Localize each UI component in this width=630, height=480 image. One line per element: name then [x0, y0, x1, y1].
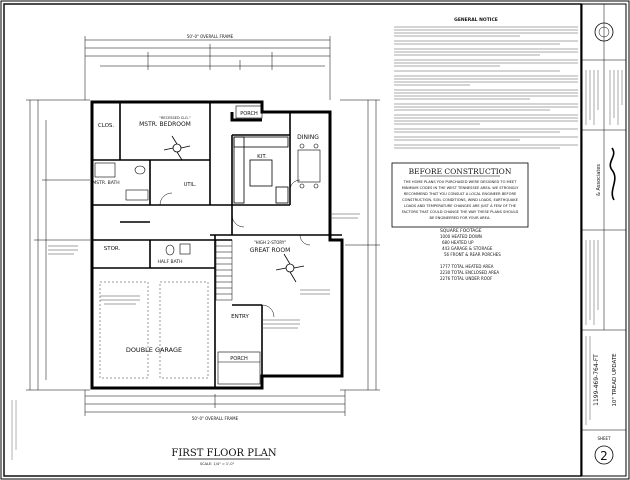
left-margin-marks — [11, 400, 17, 460]
overall-dim-bottom: 50'-0" OVERALL FRAME — [192, 416, 239, 421]
drawing-area-border — [3, 3, 582, 477]
before-construction-line: LOADS AND TEMPERATURE CHANGES ARE JUST A… — [404, 204, 517, 208]
general-notice-title: GENERAL NOTICE — [454, 17, 498, 23]
room-label-master-bedroom: MSTR. BEDROOM — [139, 121, 191, 128]
bottom-dimensions — [84, 390, 346, 416]
room-label-closet: CLOS. — [98, 123, 115, 129]
before-construction-line: RECOMMEND THAT YOU CONSULT A LOCAL ENGIN… — [404, 192, 517, 196]
room-label-master-bath: MSTR. BATH — [92, 180, 119, 186]
interior-walls — [92, 102, 342, 388]
before-construction-title: BEFORE CONSTRUCTION — [409, 167, 512, 176]
room-label-dining: DINING — [297, 134, 319, 141]
room-note-recessed-ceiling: "RECESSED CLG." — [159, 116, 191, 120]
general-notice: GENERAL NOTICE — [394, 17, 578, 149]
top-dimensions — [84, 36, 331, 100]
room-label-front-porch: PORCH — [230, 356, 248, 362]
square-footage-line: 680 HEATED UP — [442, 240, 474, 245]
before-construction-box: BEFORE CONSTRUCTION THE HOME PLANS YOU P… — [391, 162, 529, 228]
general-notice-body — [394, 26, 578, 149]
square-footage-total: 2276 TOTAL UNDER ROOF — [440, 276, 493, 281]
before-construction-line: CONSTRUCTION. SOIL CONDITIONS, WIND LOAD… — [402, 198, 518, 202]
garage-parking — [99, 281, 209, 379]
sheet-label: SHEET — [597, 436, 611, 441]
room-label-utility: UTIL. — [184, 182, 197, 188]
before-construction-line: THE HOME PLANS YOU PURCHASED WERE DESIGN… — [403, 180, 518, 184]
plan-number: 1199-469-764-FT — [593, 354, 600, 406]
stairs — [215, 239, 233, 301]
sheet-number: 2 — [600, 449, 608, 463]
floor-plan: 50'-0" OVERALL FRAME 5 — [26, 34, 380, 421]
room-label-entry: ENTRY — [231, 314, 249, 320]
room-label-great-room: GREAT ROOM — [250, 247, 291, 254]
title-block-small-print — [585, 70, 623, 425]
square-footage-line: 443 GARAGE & STORAGE — [442, 246, 493, 251]
overall-dim-top: 50'-0" OVERALL FRAME — [187, 34, 234, 39]
ceiling-fan-icon — [163, 135, 191, 161]
square-footage-title: SQUARE FOOTAGE — [440, 228, 482, 234]
ceiling-fan-icon — [275, 253, 305, 283]
room-label-rear-porch: PORCH — [240, 111, 258, 117]
right-dimensions — [340, 99, 380, 391]
square-footage-total: 2230 TOTAL ENCLOSED AREA — [440, 270, 499, 275]
square-footage-line: 56 FRONT & REAR PORCHES — [444, 252, 501, 257]
left-dimensions — [26, 99, 90, 391]
room-note-two-story: "HIGH 2-STORY" — [254, 240, 286, 245]
square-footage-line: 1000 HEATED DOWN — [440, 234, 482, 239]
title-block: & Associates 1199-469-764-FT 10" TREAD U… — [581, 3, 627, 477]
dining-table — [297, 143, 321, 189]
sheet-number-circle — [594, 445, 614, 465]
before-construction-line: FACTORS THAT COULD CHANGE THE WAY THESE … — [402, 210, 519, 214]
porches — [217, 105, 263, 385]
firm-logo-signature — [609, 147, 616, 201]
before-construction-border — [391, 162, 529, 228]
company-seal-icon — [594, 22, 614, 42]
plan-scale: SCALE: 1/4" = 1'-0" — [200, 462, 235, 466]
before-construction-line: MINIMUM CODES IN THE WEST TENNESSEE AREA… — [402, 186, 519, 190]
kitchen-counters — [233, 136, 289, 204]
room-label-kitchen: KIT. — [257, 154, 267, 160]
before-construction-line: BE ENGINEERED FOR YOUR AREA. — [430, 216, 491, 220]
project-line: 10" TREAD UPDATE — [612, 353, 618, 407]
door-swings — [159, 179, 311, 318]
room-label-storage: STOR. — [104, 246, 121, 252]
firm-name: & Associates — [596, 164, 602, 196]
bath-fixtures — [94, 162, 191, 256]
square-footage: SQUARE FOOTAGE 1000 HEATED DOWN 680 HEAT… — [440, 228, 501, 281]
square-footage-total: 1777 TOTAL HEATED AREA — [440, 264, 494, 269]
room-label-double-garage: DOUBLE GARAGE — [126, 346, 182, 354]
room-label-half-bath: HALF BATH — [158, 259, 183, 265]
plan-callouts — [48, 213, 360, 329]
plan-title: FIRST FLOOR PLAN — [171, 448, 276, 459]
